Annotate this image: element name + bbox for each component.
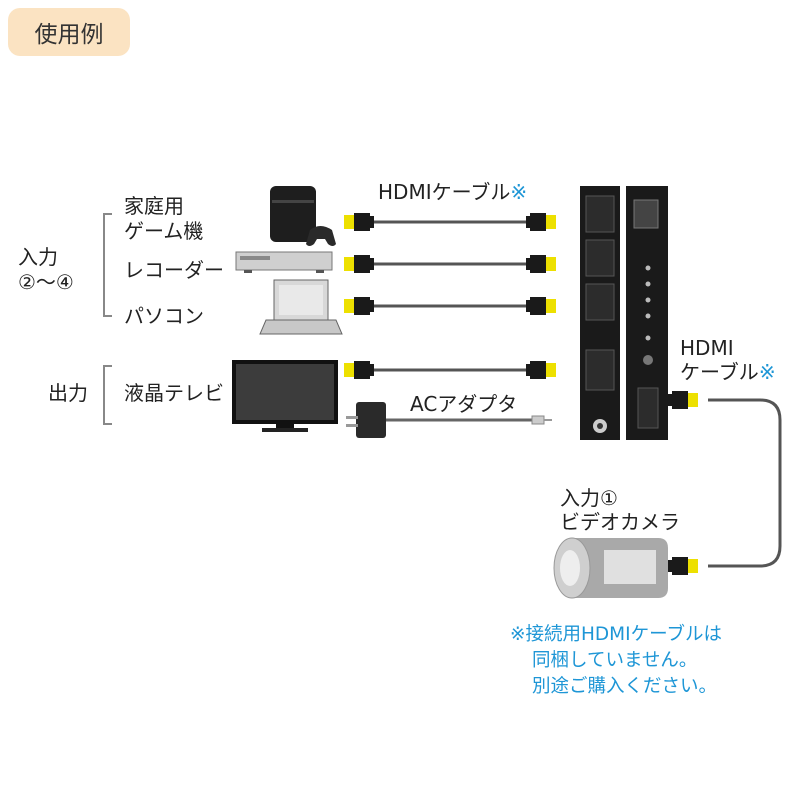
video-camera-icon <box>553 537 668 599</box>
note-line-1: ※接続用HDMIケーブルは <box>510 624 722 645</box>
note-line-2: 同梱していません。 <box>532 650 698 671</box>
game-console-icon <box>270 186 336 246</box>
cable-not-included-note: ※接続用HDMIケーブルは 同梱していません。 別途ご購入ください。 <box>510 622 722 700</box>
switcher-back-panel <box>580 186 620 440</box>
hdmi-cable-right-label-2: ケーブル※ <box>680 360 776 384</box>
switcher-front-panel <box>626 186 668 440</box>
input-bracket <box>103 213 112 317</box>
ac-adapter-label: ACアダプタ <box>410 392 518 416</box>
tv-label: 液晶テレビ <box>124 381 224 405</box>
hdmi-cable-out <box>344 361 556 379</box>
hdmi-cable-2 <box>344 255 556 273</box>
input-group-range: ②〜④ <box>18 270 74 294</box>
usage-example-badge: 使用例 <box>8 8 130 56</box>
recorder-icon <box>235 251 333 273</box>
hdmi-cable-1 <box>344 213 556 231</box>
input-group-label: 入力 <box>18 245 58 269</box>
game-console-label-2: ゲーム機 <box>124 219 204 243</box>
output-group-label: 出力 <box>48 381 88 405</box>
recorder-label: レコーダー <box>124 258 224 282</box>
tv-icon <box>232 360 338 432</box>
hdmi-cable-camera <box>668 391 782 575</box>
ac-adapter-icon <box>346 402 552 438</box>
note-line-3: 別途ご購入ください。 <box>532 676 718 697</box>
game-console-label-1: 家庭用 <box>124 194 184 218</box>
camera-label: ビデオカメラ <box>560 510 680 534</box>
output-bracket <box>103 365 112 425</box>
camera-input-label: 入力① <box>560 486 618 510</box>
hdmi-cable-right-label-1: HDMI <box>680 336 734 360</box>
hdmi-cable-top-label: HDMIケーブル※ <box>378 180 528 204</box>
hdmi-cable-3 <box>344 297 556 315</box>
laptop-icon <box>259 279 343 335</box>
pc-label: パソコン <box>124 304 204 328</box>
